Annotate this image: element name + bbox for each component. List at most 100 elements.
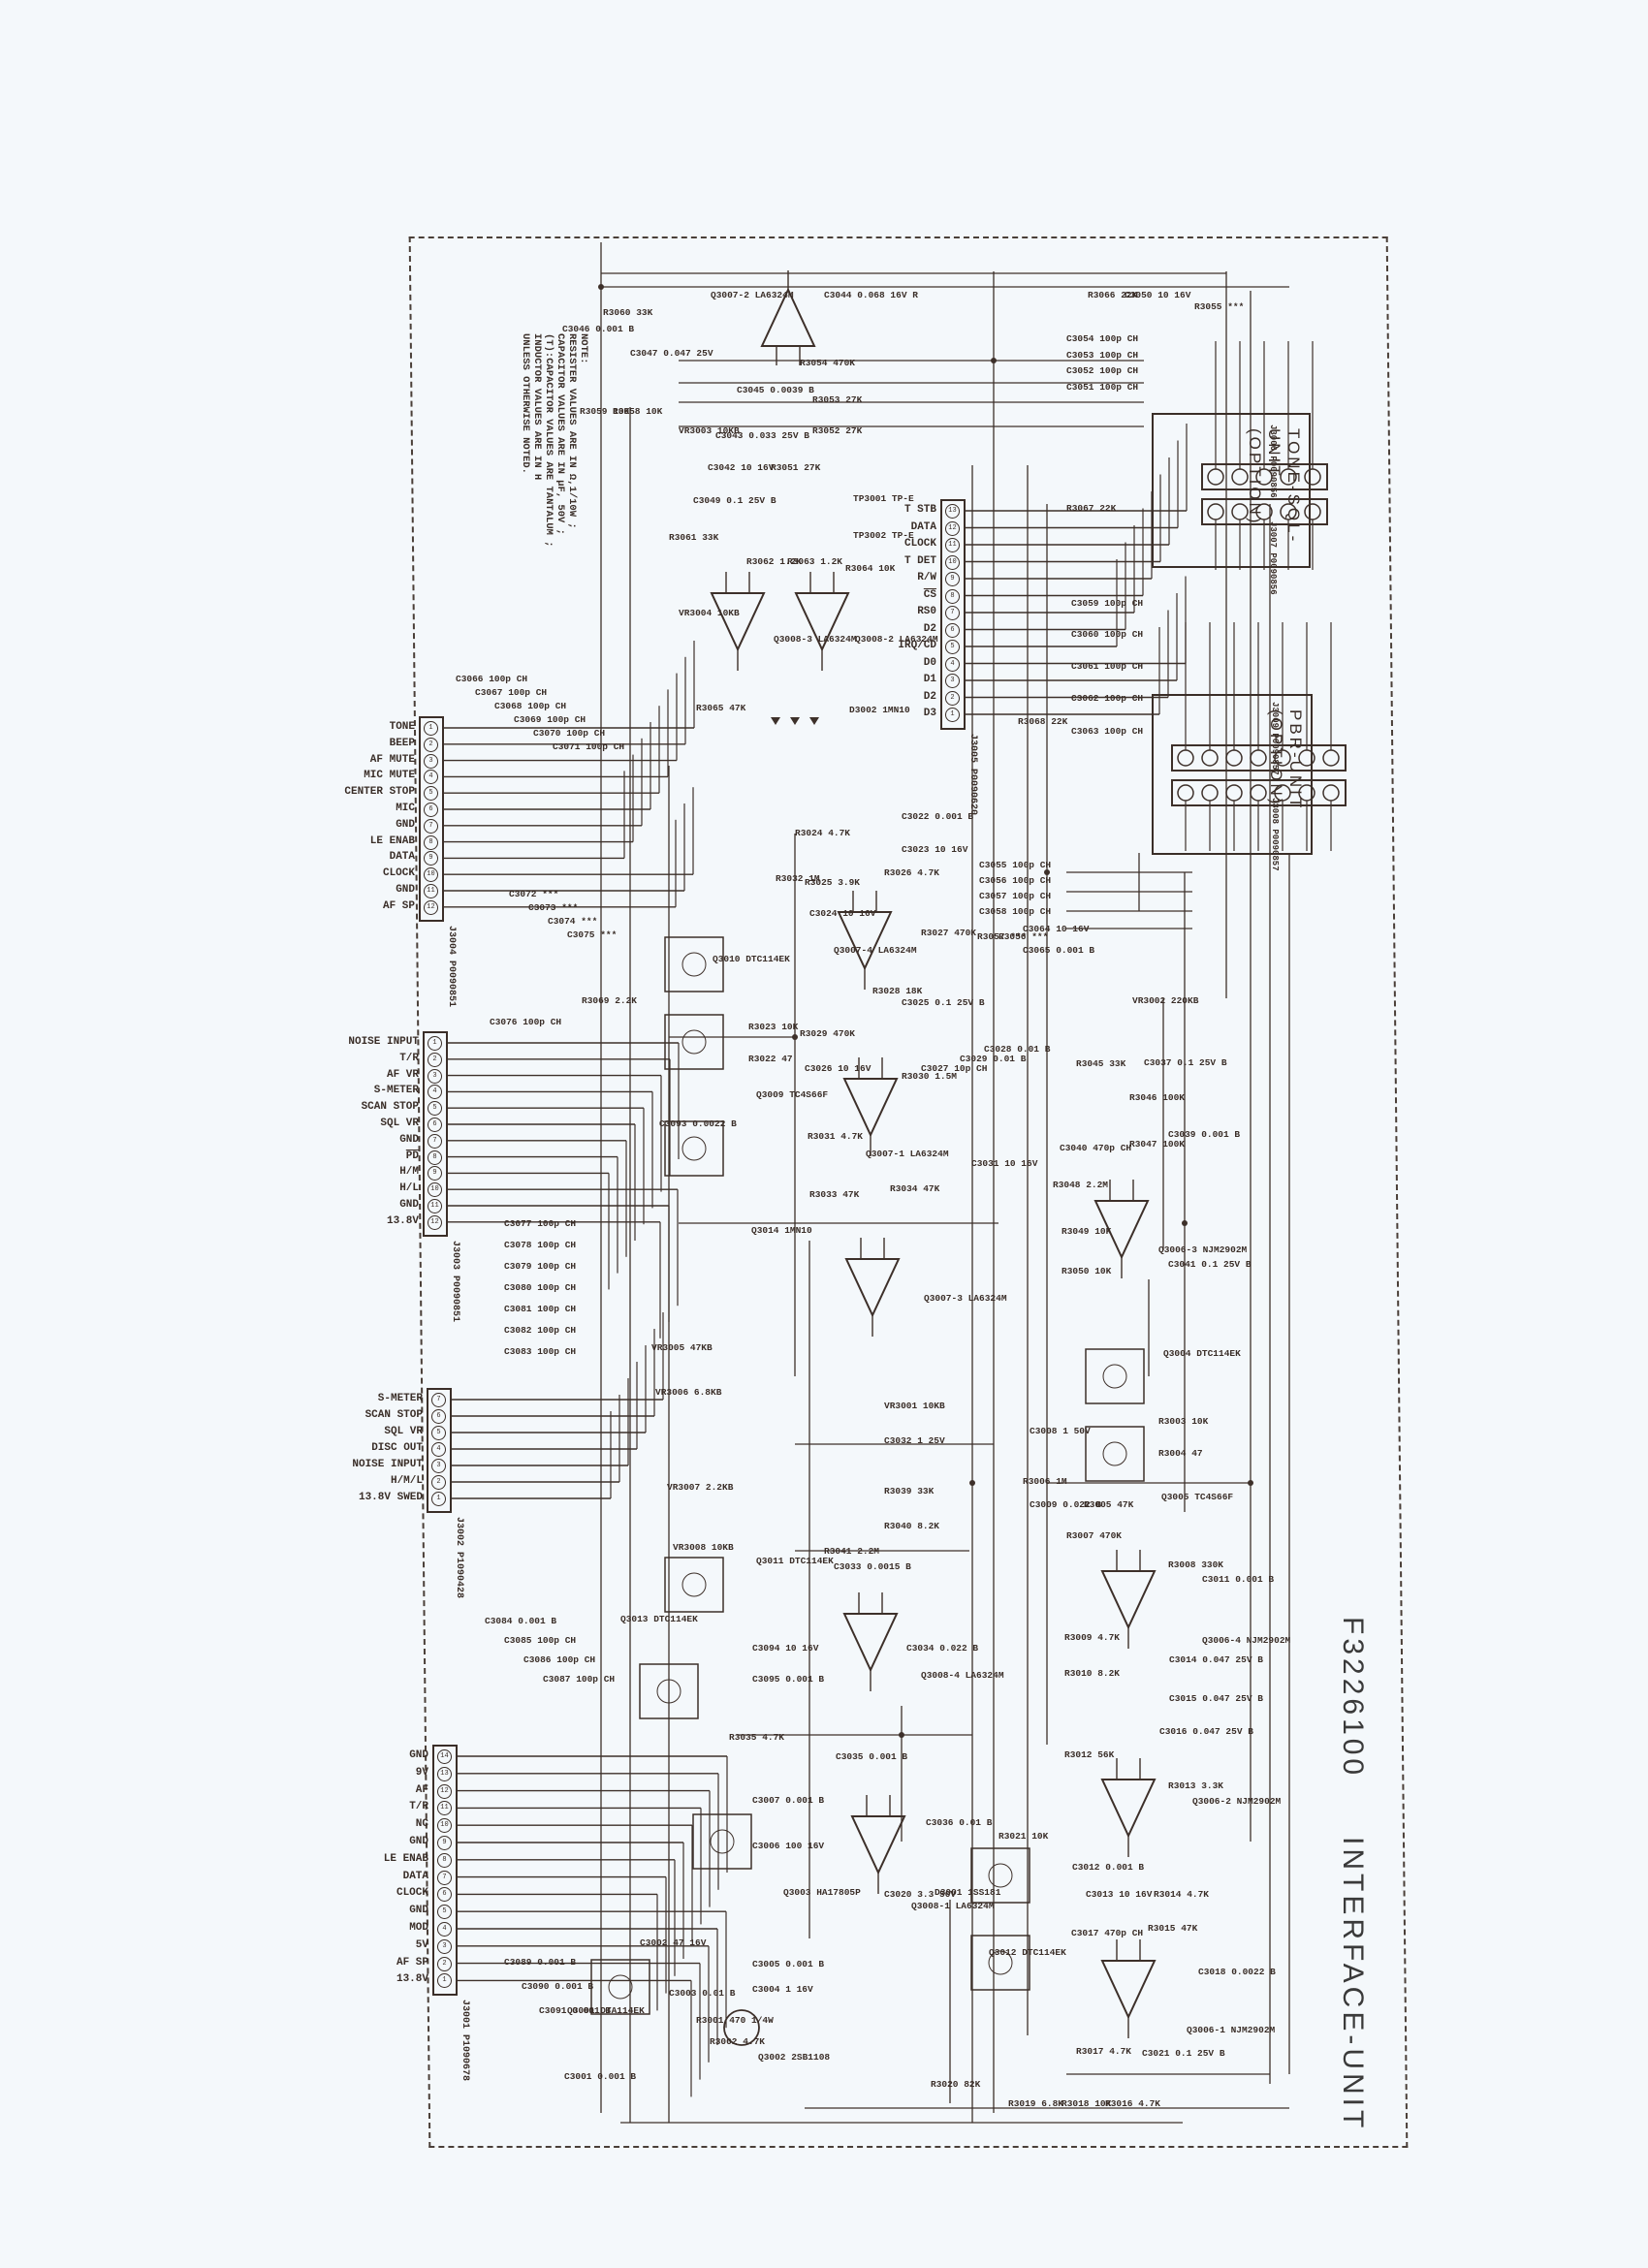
pin-label: SCAN STOP [364,1409,423,1421]
ic-transistor-label-q3001: Q3001 DTA114EK [567,2005,645,2016]
capacitor-label-c3018: C3018 0.0022 B [1198,1967,1276,1977]
junction-dot [598,284,604,290]
transistor-symbol [681,1029,707,1055]
capacitor-label-c3070: C3070 100p CH [533,728,606,739]
capacitor-label-c3011: C3011 0.001 B [1202,1574,1275,1585]
connector-pin: 9 [428,1166,442,1181]
resistor-label-r3052: R3052 27K [812,425,863,436]
transistor-package-symbol [664,1120,724,1177]
notes: NOTE:RESISTER VALUES ARE IN Ω,1/10W ;CAP… [520,333,589,548]
resistor-label-r3015: R3015 47K [1148,1923,1198,1934]
resistor-label-r3053: R3053 27K [812,394,863,405]
capacitor-label-c3090: C3090 0.001 B [522,1981,594,1992]
junction-dot [1248,1480,1253,1486]
pin-label: SCAN STOP [361,1101,419,1114]
capacitor-label-c3091: C3091 0.001 B [539,2005,612,2016]
connector-pin: 4 [424,770,438,785]
pin-label: MIC MUTE [364,770,415,782]
transistor-package-symbol [1085,1426,1145,1482]
transistor-symbol [681,1572,707,1597]
pin-label: CLOCK [382,867,415,880]
connector-pin: 8 [437,1852,452,1868]
connector-pin: 4 [428,1085,442,1100]
transistor-symbol [681,1136,707,1161]
connector-pin: 3 [424,753,438,769]
capacitor-label-c3081: C3081 100p CH [504,1304,577,1314]
transistor-symbol [1102,1441,1127,1466]
capacitor-label-c3025: C3025 0.1 25V B [902,997,985,1008]
resistor-label-r3008: R3008 330K [1168,1559,1224,1570]
capacitor-label-c3012: C3012 0.001 B [1072,1862,1145,1873]
ic-transistor-label-q3007-2: Q3007-2 LA6324M [711,290,794,300]
capacitor-label-c3031: C3031 10 16V [971,1158,1038,1169]
connector-pin: 13 [437,1766,452,1781]
transistor-package-symbol [692,1813,752,1870]
connector-pin: 5 [431,1426,446,1440]
resistor-label-r3048: R3048 2.2M [1053,1180,1109,1190]
connector-pin: 11 [437,1801,452,1816]
capacitor-label-c3076: C3076 100p CH [490,1017,562,1027]
connector-pin: 7 [945,606,960,620]
capacitor-label-c3042: C3042 10 16V [708,462,775,473]
unit-subtitle-text: (OPTION) [1267,709,1285,807]
capacitor-label-c3016: C3016 0.047 25V B [1159,1726,1253,1737]
connector-ref: J3003 P0090851 [450,1240,460,1322]
op-amp-symbol [794,592,850,652]
capacitor-label-c3065: C3065 0.001 B [1023,945,1095,956]
connector-pin: 8 [428,1150,442,1165]
transistor-package-symbol [639,1663,699,1719]
pin-label: R/W [917,572,936,583]
connector-ref: J3004 P0090851 [446,925,457,1007]
ic-transistor-label-q3007-1: Q3007-1 LA6324M [866,1149,949,1159]
resistor-label-r3007: R3007 470K [1066,1530,1123,1541]
pin-label: 13.8V [396,1973,428,1986]
resistor-label-r3035: R3035 4.7K [729,1732,785,1743]
connector-pin: 1 [431,1492,446,1506]
capacitor-label-c3083: C3083 100p CH [504,1346,577,1357]
resistor-label-r3033: R3033 47K [809,1189,860,1200]
capacitor-label-c3034: C3034 0.022 B [906,1643,979,1654]
resistor-label-r3031: R3031 4.7K [808,1131,864,1142]
connector-ref: J3005 P0090620 [967,733,978,815]
ic-transistor-label-q3012: Q3012 DTC114EK [989,1947,1066,1958]
pin-label: T/R [409,1801,428,1813]
transistor-symbol [656,1679,681,1704]
resistor-label-r3029: R3029 470K [800,1028,856,1039]
connector-pin: 8 [945,588,960,604]
capacitor-label-c3017: C3017 470p CH [1071,1928,1144,1938]
connector-pin: 6 [945,622,960,638]
connector-pin: 10 [428,1182,442,1198]
ic-transistor-label-q3002: Q3002 2SB1108 [758,2052,831,2063]
ic-transistor-label-q3006-1: Q3006-1 NJM2902M [1187,2025,1276,2035]
connector-ref: J3007 P0090856 [1268,521,1278,595]
capacitor-label-c3002: C3002 47 16V [640,1937,707,1948]
pin-label: DATA [402,1870,428,1882]
transistor-symbol [1102,1364,1127,1389]
junction-dot [792,1034,798,1040]
variable-resistor-label-vr3003: VR3003 10KB [679,425,740,436]
pin-label: NC [415,1818,428,1831]
capacitor-label-c3049: C3049 0.1 25V B [693,495,776,506]
capacitor-label-c3001: C3001 0.001 B [564,2071,637,2082]
capacitor-label-c3040: C3040 470p CH [1060,1143,1132,1153]
connector-ref: J3001 P1090678 [460,2000,470,2082]
resistor-label-r3058: R3058 10K [613,406,663,417]
resistor-label-r3063: R3063 1.2K [787,556,843,567]
tone-sql-unit-title: TONE-SQL-UNIT (OPTION) [1245,428,1303,566]
pin-label: GND [409,1905,428,1917]
junction-dot [899,1732,904,1738]
junction-dot [991,358,997,363]
resistor-label-r3060: R3060 33K [603,307,653,318]
junction-dot [969,1480,975,1486]
pin-label: 13.8V SWED [358,1492,423,1503]
capacitor-label-c3056: C3056 100p CH [979,875,1052,886]
pin-label: 5V [415,1938,428,1951]
pin-label: D2 [923,622,936,635]
capacitor-label-c3039: C3039 0.001 B [1168,1129,1241,1140]
transistor-package-symbol [664,1557,724,1613]
pin-label: SQL VR [384,1426,423,1437]
connector-pin: 12 [424,899,438,915]
